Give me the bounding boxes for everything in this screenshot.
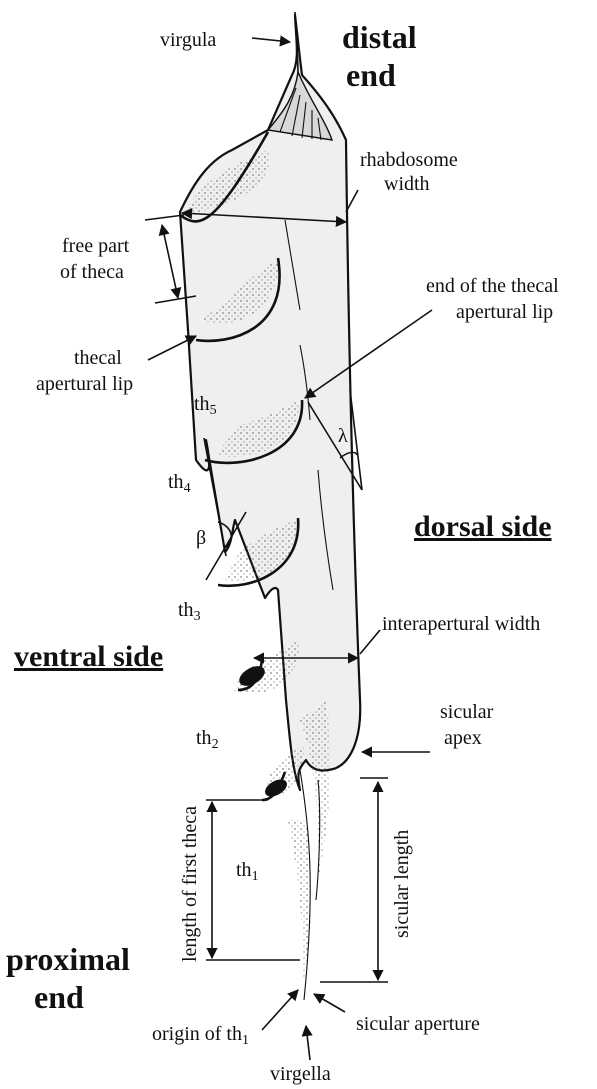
free-part-line	[162, 225, 178, 298]
label-th3: th3	[178, 599, 201, 624]
label-proximal-1: proximal	[6, 941, 130, 977]
label-sicular-aperture: sicular aperture	[356, 1013, 480, 1035]
label-end-lip-1: end of the thecal	[426, 275, 559, 297]
virgula-arrow	[252, 38, 290, 42]
label-ventral-side: ventral side	[14, 640, 163, 673]
label-proximal-2: end	[34, 979, 84, 1015]
stipple-sicula	[288, 820, 311, 990]
label-origin: origin of th1	[152, 1023, 249, 1048]
label-free-part-1: free part	[62, 235, 130, 257]
origin-arrow	[262, 990, 298, 1030]
label-rhabdosome-1: rhabdosome	[360, 149, 458, 171]
label-beta: β	[196, 527, 206, 549]
label-th4: th4	[168, 471, 191, 496]
label-th1: th1	[236, 859, 259, 884]
label-distal-2: end	[346, 57, 396, 93]
label-distal-1: distal	[342, 19, 417, 55]
label-length-first-theca: length of first theca	[179, 806, 201, 962]
label-sicular-length: sicular length	[391, 830, 413, 938]
label-sicular-apex-2: apex	[444, 727, 482, 749]
sicular-aperture-arrow	[314, 994, 345, 1012]
label-free-part-2: of theca	[60, 261, 124, 283]
label-interapertural: interapertural width	[382, 613, 540, 635]
label-sicular-apex-1: sicular	[440, 701, 494, 723]
label-lambda: λ	[338, 425, 348, 447]
interapertural-arrow	[360, 630, 380, 654]
label-rhabdosome-2: width	[384, 173, 430, 195]
free-part-tick-top	[145, 215, 184, 220]
label-dorsal-side: dorsal side	[414, 510, 552, 543]
label-virgella: virgella	[270, 1063, 331, 1085]
label-virgula: virgula	[160, 29, 216, 51]
label-th2: th2	[196, 727, 219, 752]
virgella-arrow	[306, 1026, 310, 1060]
label-thecal-lip-2: apertural lip	[36, 373, 133, 395]
label-thecal-lip-1: thecal	[74, 347, 122, 369]
label-end-lip-2: apertural lip	[456, 301, 553, 323]
